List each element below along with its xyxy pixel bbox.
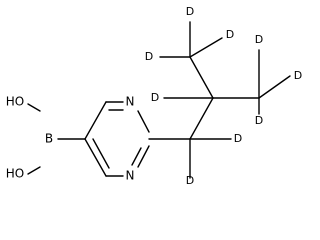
ring-double-bond-c2-n1: [131, 147, 142, 166]
molecule-svg: HO B HO N N D D D D D D D D D: [6, 5, 302, 186]
bond-right-cd3-to-d-right: [258, 75, 291, 99]
deuterium-label-6: D: [294, 69, 302, 82]
deuterium-label-4: D: [151, 91, 159, 104]
deuterium-label-9: D: [186, 174, 194, 186]
nitrogen-top-label: N: [126, 95, 135, 109]
chemical-structure-diagram: HO B HO N N D D D D D D D D D: [5, 5, 303, 186]
ring-bond-n3-c2: [137, 110, 150, 133]
bond-ho-top-to-boron: [27, 103, 41, 112]
ring-bond-c6-c5: [84, 138, 107, 177]
deuterium-label-5: D: [255, 33, 263, 46]
ring-bond-c2-n1: [137, 145, 150, 168]
bond-cd2-to-cd: [189, 97, 214, 140]
deuterium-label-7: D: [255, 114, 263, 127]
hydroxyl-bottom-label: HO: [6, 167, 24, 181]
deuterium-label-2: D: [145, 50, 153, 63]
deuterium-label-8: D: [234, 132, 242, 145]
hydroxyl-top-label: HO: [6, 95, 24, 109]
nitrogen-bottom-label: N: [126, 169, 135, 183]
deuterium-label-1: D: [186, 5, 194, 18]
bond-cd-to-top-cd3: [189, 56, 214, 99]
ring-bond-c5-c4: [84, 101, 107, 140]
deuterium-label-3: D: [226, 28, 234, 41]
bond-top-cd3-to-d-right: [189, 37, 223, 58]
ring-double-bond-c6-c5: [92, 138, 110, 169]
boron-label: B: [45, 132, 53, 146]
bond-ho-bottom-to-boron: [27, 166, 41, 175]
